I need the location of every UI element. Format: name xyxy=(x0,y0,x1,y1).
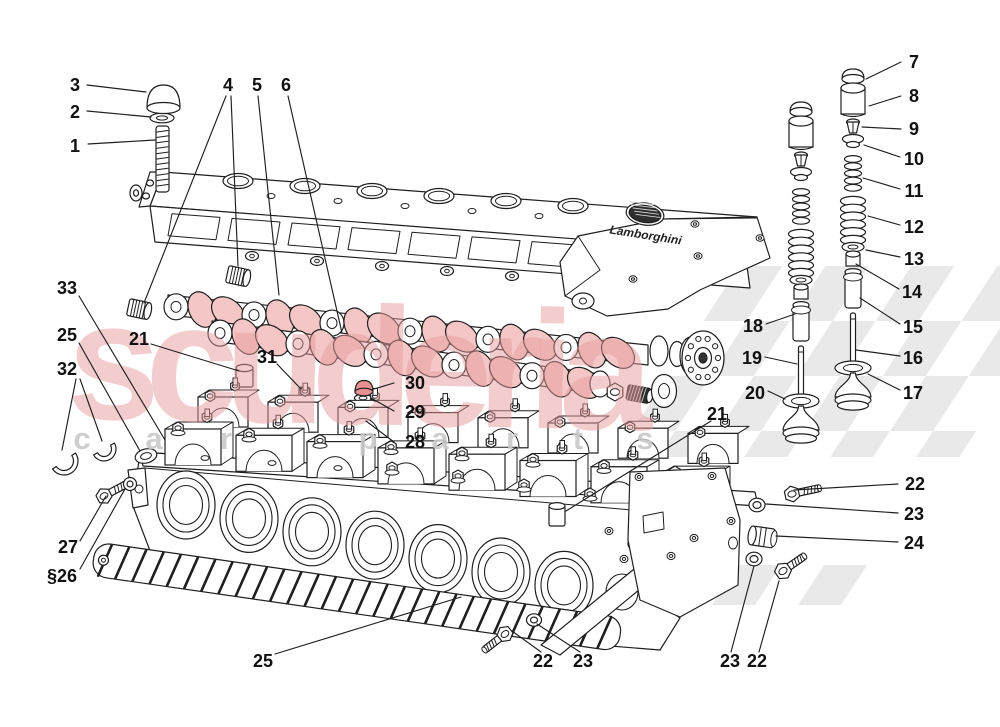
part-label-9-8: 9 xyxy=(909,119,919,139)
part-label-28-29: 28 xyxy=(405,432,425,452)
part-label-7-6: 7 xyxy=(909,52,919,72)
part-label-3-0: 3 xyxy=(70,75,80,95)
part-label-19-18: 19 xyxy=(742,348,762,368)
ribbed-bar xyxy=(92,543,622,651)
watermark-tagline-letter: a xyxy=(431,421,449,456)
bolt-22-bottom xyxy=(481,625,514,654)
part-label-21-20: 21 xyxy=(129,329,149,349)
part-label-32-33: 32 xyxy=(57,359,77,379)
watermark-brand-text: scuderia xyxy=(65,266,656,466)
leader-lines xyxy=(61,61,902,655)
cam-plug-rear xyxy=(225,265,252,288)
part-label-33-34: 33 xyxy=(57,278,77,298)
part-label-15-14: 15 xyxy=(903,317,923,337)
checker-flag-watermark xyxy=(632,266,1000,605)
watermark-tagline-letter: t xyxy=(573,421,583,456)
part-label-13-12: 13 xyxy=(904,249,924,269)
half-moon-seal xyxy=(51,452,79,476)
part-label-14-13: 14 xyxy=(902,282,922,302)
front-camshaft xyxy=(207,318,678,409)
plug-24 xyxy=(747,525,778,549)
valve-assembly-exhaust xyxy=(834,68,872,411)
part-label-27-28: 27 xyxy=(58,537,78,557)
part-label-11-10: 11 xyxy=(904,181,923,201)
part-label-18-17: 18 xyxy=(743,316,763,336)
part-label-4-3: 4 xyxy=(223,75,233,95)
part-label-20-19: 20 xyxy=(745,383,765,403)
watermark-tagline-letter: p xyxy=(359,421,378,456)
part-label-17-16: 17 xyxy=(903,383,923,403)
part-label-22-38: 22 xyxy=(747,651,767,671)
watermark-tagline-letter: r xyxy=(220,421,232,456)
part-label-22-35: 22 xyxy=(533,651,553,671)
part-label-16-15: 16 xyxy=(903,348,923,368)
part-label-23-37: 23 xyxy=(720,651,740,671)
rear-camshaft xyxy=(163,291,725,386)
part-label-25-25: 25 xyxy=(57,325,77,345)
part-label-6-5: 6 xyxy=(281,75,291,95)
watermark-tagline-letter: r xyxy=(506,421,518,456)
part-label-2-1: 2 xyxy=(70,102,80,122)
part-label-23-23: 23 xyxy=(904,504,924,524)
valve-assembly-intake xyxy=(782,101,820,444)
part-label-21-21: 21 xyxy=(707,404,727,424)
timing-chest-plate xyxy=(604,467,741,618)
part-label-24-24: 24 xyxy=(904,533,924,553)
watermark-tagline-letter: a xyxy=(145,421,163,456)
part-label-8-7: 8 xyxy=(909,86,919,106)
part-label-1-2: 1 xyxy=(70,136,80,156)
watermark-tagline-letter: c xyxy=(73,421,90,456)
valve-cover: Lamborghini xyxy=(129,171,771,317)
part-label-29-30: 29 xyxy=(405,402,425,422)
part-label-25-26: 25 xyxy=(253,651,273,671)
part-label-s26-27: §26 xyxy=(47,566,77,586)
bolt-22-right xyxy=(783,484,822,503)
part-label-30-31: 30 xyxy=(405,373,425,393)
part-label-22-22: 22 xyxy=(905,474,925,494)
watermark-tagline-letter: s xyxy=(636,421,653,456)
cam-plug-front xyxy=(126,298,153,321)
part-label-5-4: 5 xyxy=(252,75,262,95)
stud-washer-capnut-set xyxy=(146,84,181,193)
part-label-12-11: 12 xyxy=(904,217,924,237)
cylinder-head xyxy=(92,377,759,656)
bolt-22-bottom-right xyxy=(773,552,808,580)
part-label-31-32: 31 xyxy=(257,347,277,367)
half-moon-seal xyxy=(93,442,117,462)
part-label-23-36: 23 xyxy=(573,651,593,671)
part-label-10-9: 10 xyxy=(904,149,924,169)
line-art: Lamborghini xyxy=(51,68,872,656)
